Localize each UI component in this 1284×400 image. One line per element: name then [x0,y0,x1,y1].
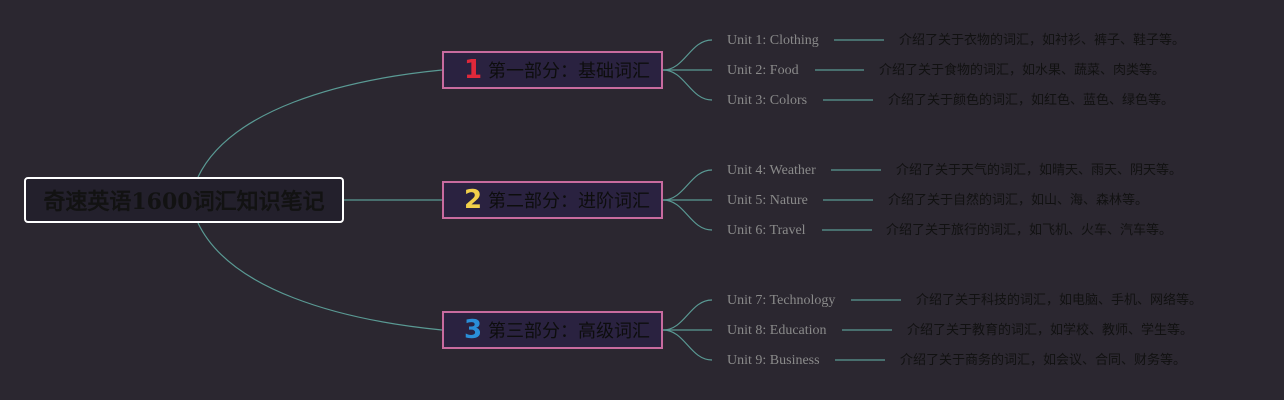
unit-description: 介绍了关于旅行的词汇，如飞机、火车、汽车等。 [886,223,1173,238]
unit-description: 介绍了关于商务的词汇，如会议、合同、财务等。 [900,353,1187,368]
part-to-unit-connector [662,329,713,361]
part-node-3[interactable]: 3 第三部分：高级词汇 [442,311,663,349]
unit-label[interactable]: Unit 1: Clothing [727,33,819,48]
part-to-unit-connector [662,39,713,71]
part-number-badge: 2 [463,185,483,215]
root-title: 奇速英语1600词汇知识笔记 [43,189,325,215]
unit-description: 介绍了关于教育的词汇，如学校、教师、学生等。 [907,323,1194,338]
part-to-unit-connector [662,199,713,231]
part-node-1[interactable]: 1 第一部分：基础词汇 [442,51,663,89]
part-title: 第三部分：高级词汇 [488,321,650,342]
unit-label[interactable]: Unit 8: Education [727,323,827,338]
part-node-2[interactable]: 2 第二部分：进阶词汇 [442,181,663,219]
unit-description: 介绍了关于自然的词汇，如山、海、森林等。 [888,193,1149,208]
unit-label[interactable]: Unit 7: Technology [727,293,836,308]
unit-description: 介绍了关于食物的词汇，如水果、蔬菜、肉类等。 [879,63,1166,78]
unit-label[interactable]: Unit 2: Food [727,63,799,78]
unit-label[interactable]: Unit 3: Colors [727,93,808,108]
unit-description: 介绍了关于衣物的词汇，如衬衫、裤子、鞋子等。 [899,33,1186,48]
part-to-unit-connector [662,69,713,101]
root-to-part-connector [197,222,443,331]
unit-description: 介绍了关于颜色的词汇，如红色、蓝色、绿色等。 [888,93,1175,108]
part-to-unit-connector [662,169,713,201]
unit-label[interactable]: Unit 5: Nature [727,193,808,208]
root-to-part-connector [197,69,443,178]
part-title: 第一部分：基础词汇 [488,61,650,82]
part-number-badge: 1 [463,55,483,85]
unit-label[interactable]: Unit 6: Travel [727,223,806,238]
unit-description: 介绍了关于科技的词汇，如电脑、手机、网络等。 [916,293,1203,308]
unit-label[interactable]: Unit 9: Business [727,353,820,368]
unit-description: 介绍了关于天气的词汇，如晴天、雨天、阴天等。 [896,163,1183,178]
part-to-unit-connector [662,299,713,331]
unit-label[interactable]: Unit 4: Weather [727,163,816,178]
part-number-badge: 3 [463,315,483,345]
root-node[interactable]: 奇速英语1600词汇知识笔记 [24,177,344,223]
part-title: 第二部分：进阶词汇 [488,191,650,212]
